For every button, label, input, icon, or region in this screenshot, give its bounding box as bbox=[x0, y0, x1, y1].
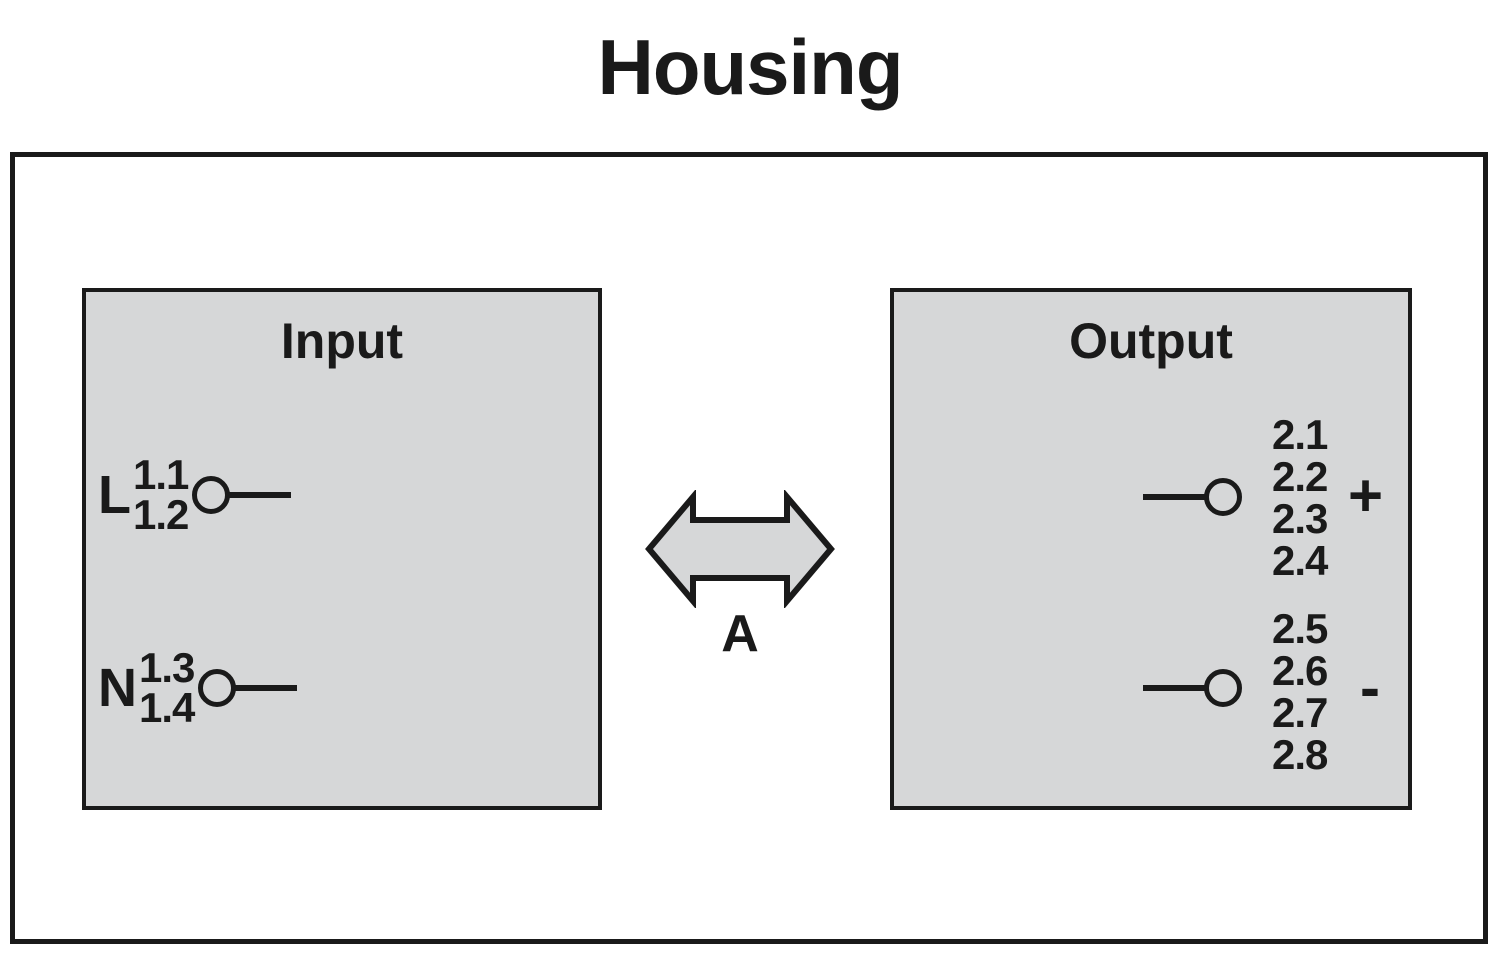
input-block: Input bbox=[82, 288, 602, 810]
pin-label: 2.3 bbox=[1272, 495, 1328, 542]
input-block-title: Input bbox=[280, 313, 404, 369]
pin-label: 2.1 bbox=[1272, 411, 1328, 458]
pin-label: 2.2 bbox=[1272, 453, 1328, 500]
terminal-positive bbox=[1143, 472, 1242, 522]
terminal-negative-pins: 2.5 2.6 2.7 2.8 bbox=[1272, 605, 1328, 778]
terminal-l: L 1.1 1.2 bbox=[98, 454, 292, 535]
polarity-plus-symbol: + bbox=[1348, 462, 1384, 529]
pin-label: 2.5 bbox=[1272, 605, 1328, 652]
terminal-n-letter: N bbox=[98, 658, 137, 718]
pin-label: 2.8 bbox=[1272, 731, 1328, 778]
terminal-l-letter: L bbox=[98, 465, 131, 525]
page-title: Housing bbox=[597, 23, 904, 111]
terminal-circle-icon bbox=[192, 476, 231, 514]
terminal-n: N 1.3 1.4 bbox=[98, 647, 298, 728]
bidirectional-arrow-icon bbox=[645, 488, 835, 610]
pin-label: 1.3 bbox=[139, 644, 195, 692]
pin-label: 1.1 bbox=[133, 451, 189, 499]
pin-label: 2.6 bbox=[1272, 647, 1328, 694]
pin-label: 2.4 bbox=[1272, 537, 1328, 584]
terminal-circle-icon bbox=[198, 669, 237, 707]
output-block-title: Output bbox=[1069, 313, 1233, 369]
output-block: Output bbox=[890, 288, 1412, 810]
terminal-lead-line bbox=[233, 685, 298, 691]
terminal-lead-line bbox=[1143, 685, 1207, 691]
pin-label: 1.2 bbox=[133, 491, 189, 538]
terminal-positive-pins: 2.1 2.2 2.3 2.4 bbox=[1272, 411, 1328, 584]
arrow-label: A bbox=[721, 605, 759, 663]
terminal-circle-icon bbox=[1204, 478, 1242, 516]
terminal-lead-line bbox=[1143, 494, 1207, 500]
polarity-minus-symbol: - bbox=[1360, 654, 1380, 721]
pin-label: 2.7 bbox=[1272, 689, 1328, 736]
terminal-l-pins: 1.1 1.2 bbox=[133, 451, 189, 538]
terminal-n-pins: 1.3 1.4 bbox=[139, 644, 195, 731]
pin-label: 1.4 bbox=[139, 684, 195, 731]
terminal-negative bbox=[1143, 663, 1242, 713]
terminal-lead-line bbox=[227, 492, 292, 498]
terminal-circle-icon bbox=[1204, 669, 1242, 707]
